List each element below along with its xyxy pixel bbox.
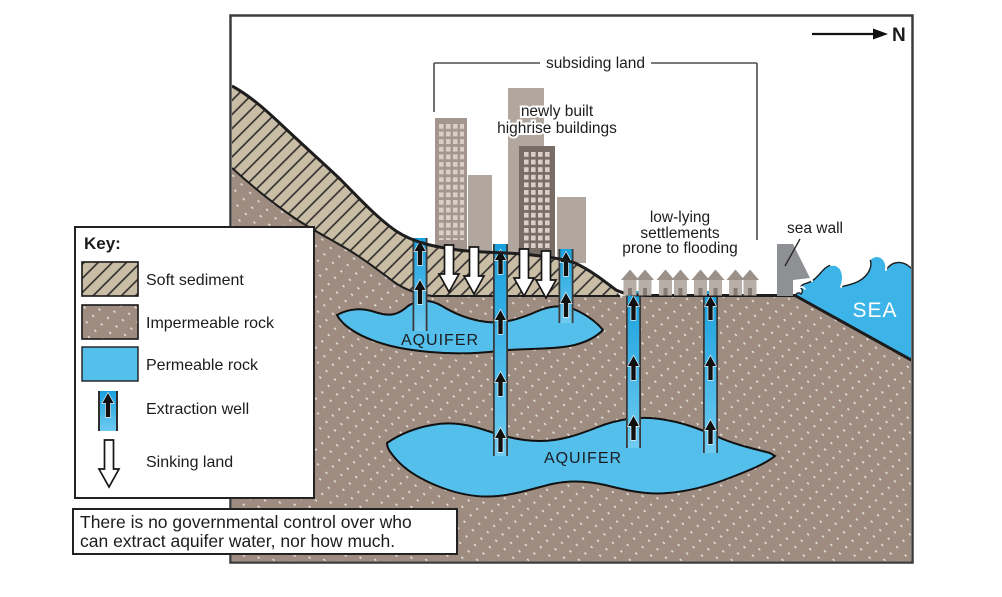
sea: SEA [785, 255, 911, 361]
settlements-label-line1: low-lying [650, 209, 710, 226]
extraction-well [412, 238, 428, 331]
extraction-wells [412, 238, 718, 456]
note-box: There is no governmental control over wh… [72, 508, 458, 555]
subsiding-land-bracket [433, 62, 758, 240]
key-label: Extraction well [146, 401, 249, 418]
buildings-label-line2: highrise buildings [497, 120, 617, 137]
key-item-soft-sediment: Soft sediment [81, 261, 244, 297]
key-label: Soft sediment [146, 272, 244, 289]
key-label: Impermeable rock [146, 315, 275, 332]
settlements-label-line3: prone to flooding [622, 240, 737, 257]
key-title: Key: [84, 234, 121, 253]
north-arrowhead-icon [873, 28, 888, 40]
permeable-rock-swatch [81, 346, 139, 382]
extraction-well [492, 244, 509, 456]
impermeable-rock-swatch [81, 304, 139, 340]
sea-wall-leader-line [784, 238, 801, 267]
sea-label: SEA [852, 299, 897, 322]
buildings-label-line1: newly built [521, 103, 594, 120]
sea-wall-label: sea wall [787, 220, 843, 237]
north-label: N [892, 25, 906, 46]
building-windows [524, 152, 551, 248]
key-label: Sinking land [146, 454, 233, 471]
ground-surface-line [232, 84, 911, 362]
sea-wall [777, 244, 810, 296]
key-item-extraction-well: Extraction well [98, 391, 249, 431]
lower-aquifer-label: AQUIFER [544, 450, 622, 467]
upper-aquifer [335, 299, 605, 355]
note-box-border [72, 508, 458, 555]
key-item-permeable-rock: Permeable rock [81, 346, 259, 382]
key-item-sinking-land: Sinking land [98, 439, 233, 488]
note-line1: There is no governmental control over wh… [80, 512, 412, 532]
upper-aquifer-label: AQUIFER [401, 332, 479, 349]
north-arrow: N [812, 25, 906, 46]
key-label: Permeable rock [146, 357, 259, 374]
key-box: Key: Soft sediment Impermeable rock Perm… [74, 226, 315, 499]
soft-sediment-swatch [81, 261, 139, 297]
key-item-impermeable-rock: Impermeable rock [81, 304, 275, 340]
lower-aquifer [385, 416, 777, 498]
building-windows [439, 124, 464, 240]
extraction-well [626, 291, 641, 448]
note-line2: can extract aquifer water, nor how much. [80, 531, 395, 551]
settlements-label-line2: settlements [640, 225, 720, 242]
subsiding-land-label: subsiding land [546, 55, 645, 72]
sediment-rock-boundary [232, 167, 620, 297]
extraction-well [703, 291, 718, 453]
